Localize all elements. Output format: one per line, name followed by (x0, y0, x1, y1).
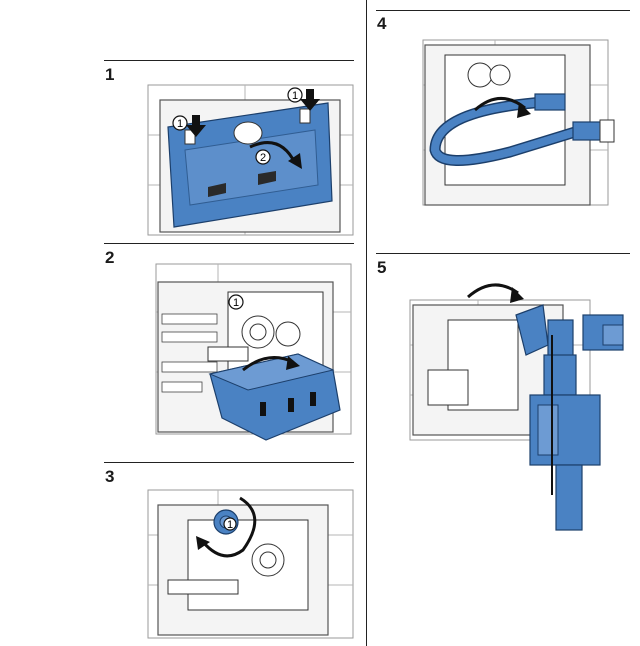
callout-1a: 1 (177, 118, 183, 130)
step-1-callouts: 1 1 2 (172, 87, 303, 165)
column-divider (366, 0, 367, 646)
step-2-callout: 1 (233, 297, 239, 309)
callout-1b: 1 (292, 90, 298, 102)
step-1-illustration: 1 1 2 (147, 84, 354, 236)
step-5-number: 5 (377, 258, 387, 277)
step-1-number: 1 (105, 65, 115, 84)
plate-center-hole (233, 121, 263, 145)
step-3-callout: 1 (227, 519, 233, 531)
step-5-rule (376, 253, 630, 254)
step-2-number: 2 (105, 248, 115, 267)
step-2-illustration: 1 (155, 263, 352, 441)
step-3-rule (104, 462, 354, 463)
step-3-illustration: 1 (147, 489, 354, 639)
step-2-rule (104, 243, 354, 244)
callout-2: 2 (260, 152, 266, 164)
step-3-number: 3 (105, 467, 115, 486)
step-4-illustration (422, 39, 615, 206)
step-4-rule (376, 10, 630, 11)
step-5-illustration (409, 283, 624, 531)
step-4-number: 4 (377, 14, 387, 33)
step-1-rule (104, 60, 354, 61)
